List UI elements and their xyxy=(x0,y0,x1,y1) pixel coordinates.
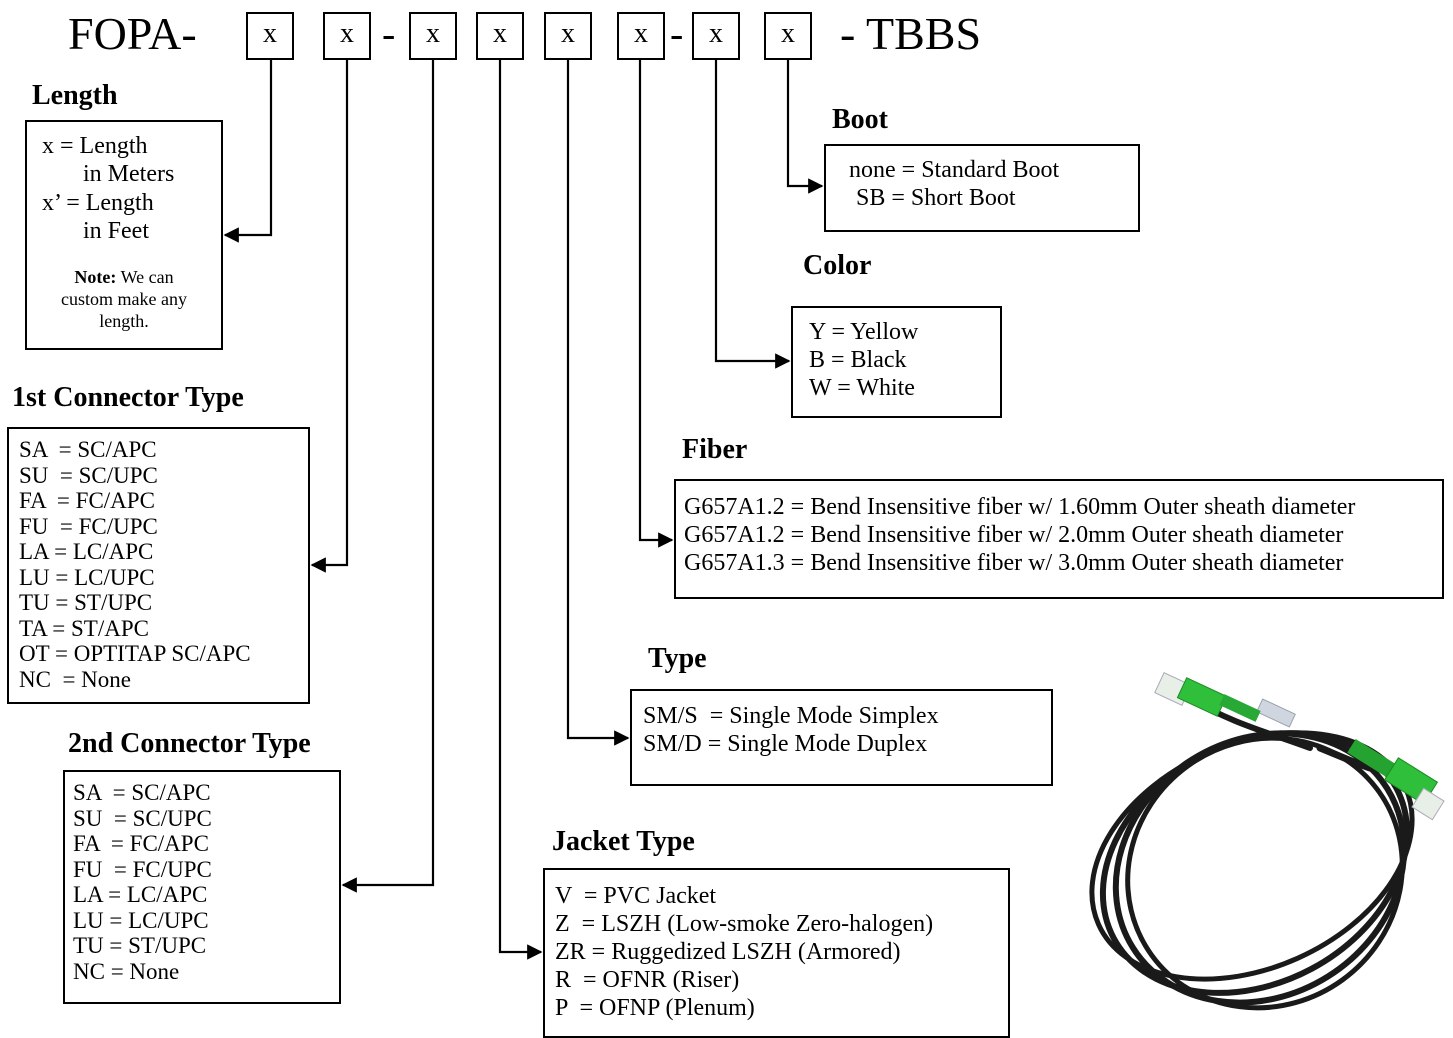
length-leader-line xyxy=(223,60,273,243)
length-line-1: x = Length xyxy=(42,133,148,159)
connector2-item: SA = SC/APC xyxy=(73,780,211,805)
fiber-patch-cable-photo xyxy=(1089,672,1445,1011)
cable-coil xyxy=(1089,695,1415,1011)
length-note-label: Note: xyxy=(74,267,117,287)
part-dash-1: - xyxy=(382,11,396,56)
jacket-item: V = PVC Jacket xyxy=(555,883,717,909)
part-slot-jacket: x xyxy=(476,12,524,60)
fiber-item: G657A1.3 = Bend Insensitive fiber w/ 3.0… xyxy=(684,550,1344,576)
jacket-item: ZR = Ruggedized LSZH (Armored) xyxy=(555,939,901,965)
type-leader-line xyxy=(566,60,630,746)
color-box: Y = Yellow B = Black W = White xyxy=(791,306,1002,418)
length-line-3: x’ = Length xyxy=(42,190,154,216)
color-leader-line xyxy=(714,60,791,369)
length-box: x = Length in Meters x’ = Length in Feet… xyxy=(25,120,223,350)
fiber-item: G657A1.2 = Bend Insensitive fiber w/ 1.6… xyxy=(684,494,1356,520)
type-title: Type xyxy=(648,643,707,674)
color-item: W = White xyxy=(809,375,915,401)
jacket-item: R = OFNR (Riser) xyxy=(555,967,740,993)
length-note: Note: We can custom make any length. xyxy=(27,266,221,332)
fiber-list: G657A1.2 = Bend Insensitive fiber w/ 1.6… xyxy=(684,493,1355,577)
jacket-item: Z = LSZH (Low-smoke Zero-halogen) xyxy=(555,911,934,937)
length-line-2: in Meters xyxy=(83,161,175,187)
part-number-suffix: - TBBS xyxy=(840,8,982,59)
connector1-item: FU = FC/UPC xyxy=(19,513,158,539)
fiber-box: G657A1.2 = Bend Insensitive fiber w/ 1.6… xyxy=(674,479,1444,599)
fiber-title: Fiber xyxy=(682,434,748,465)
jacket-item: P = OFNP (Plenum) xyxy=(555,995,755,1021)
connector1-item: FA = FC/APC xyxy=(19,488,155,513)
connector2-leader-line xyxy=(341,60,435,893)
part-slot-connector2: x xyxy=(409,12,457,60)
type-item: SM/S = Single Mode Simplex xyxy=(643,703,939,729)
connector1-leader-line xyxy=(310,60,349,573)
connector1-title: 1st Connector Type xyxy=(12,382,244,413)
part-slot-color: x xyxy=(692,12,740,60)
connector2-item: NC = None xyxy=(73,958,180,984)
length-line-4: in Feet xyxy=(83,218,149,244)
connector1-box: SA = SC/APC SU = SC/UPC FA = FC/APC FU =… xyxy=(7,427,310,704)
boot-title: Boot xyxy=(832,104,888,135)
connector2-item: SU = SC/UPC xyxy=(73,805,212,831)
connector2-title: 2nd Connector Type xyxy=(68,728,311,759)
connector2-box: SA = SC/APC SU = SC/UPC FA = FC/APC FU =… xyxy=(63,770,341,1004)
connector2-item: LA = LC/APC xyxy=(73,882,208,907)
connector1-item: NC = None xyxy=(19,666,131,692)
connector1-item: SU = SC/UPC xyxy=(19,462,158,488)
connector2-item: LU = LC/UPC xyxy=(73,907,209,933)
boot-line-1: none = Standard Boot xyxy=(849,157,1060,183)
connector2-item: FU = FC/UPC xyxy=(73,856,212,882)
boot-line-2: SB = Short Boot xyxy=(856,185,1016,211)
connector1-item: LA = LC/APC xyxy=(19,539,154,564)
part-slot-connector1: x xyxy=(323,12,371,60)
color-item: B = Black xyxy=(809,347,907,373)
part-slot-boot: x xyxy=(764,12,812,60)
jacket-leader-line xyxy=(498,60,543,960)
sc-apc-connector-right xyxy=(1347,739,1445,821)
color-item: Y = Yellow xyxy=(809,319,919,345)
jacket-list: V = PVC Jacket Z = LSZH (Low-smoke Zero-… xyxy=(555,882,933,1022)
connector2-item: TU = ST/UPC xyxy=(73,933,207,958)
fiber-leader-line xyxy=(638,60,674,548)
jacket-title: Jacket Type xyxy=(552,826,695,857)
cable-label-tape xyxy=(1256,698,1296,728)
boot-leader-line xyxy=(786,60,824,194)
length-note-text-3: length. xyxy=(99,311,149,331)
part-dash-2: - xyxy=(670,11,684,56)
length-note-text-2: custom make any xyxy=(61,289,187,309)
length-title: Length xyxy=(32,80,118,111)
color-list: Y = Yellow B = Black W = White xyxy=(809,318,918,402)
connector1-list: SA = SC/APC SU = SC/UPC FA = FC/APC FU =… xyxy=(19,437,251,692)
part-slot-fiber: x xyxy=(617,12,665,60)
connector1-item: OT = OPTITAP SC/APC xyxy=(19,641,251,666)
fiber-item: G657A1.2 = Bend Insensitive fiber w/ 2.0… xyxy=(684,522,1344,548)
connector2-list: SA = SC/APC SU = SC/UPC FA = FC/APC FU =… xyxy=(73,780,212,984)
connector1-item: LU = LC/UPC xyxy=(19,564,155,590)
type-item: SM/D = Single Mode Duplex xyxy=(643,731,928,757)
part-number-prefix: FOPA- xyxy=(68,8,197,59)
connector2-item: FA = FC/APC xyxy=(73,831,209,856)
part-slot-length: x xyxy=(246,12,294,60)
type-box: SM/S = Single Mode Simplex SM/D = Single… xyxy=(630,689,1053,786)
type-list: SM/S = Single Mode Simplex SM/D = Single… xyxy=(643,702,939,758)
color-title: Color xyxy=(803,250,872,281)
part-slot-type: x xyxy=(544,12,592,60)
boot-box: none = Standard Boot SB = Short Boot xyxy=(824,144,1140,232)
length-note-text-1: We can xyxy=(116,267,174,287)
jacket-box: V = PVC Jacket Z = LSZH (Low-smoke Zero-… xyxy=(543,868,1010,1038)
connector1-item: TA = ST/APC xyxy=(19,615,149,641)
connector1-item: TU = ST/UPC xyxy=(19,590,153,615)
sc-apc-connector-top xyxy=(1154,672,1261,722)
connector1-item: SA = SC/APC xyxy=(19,437,157,462)
